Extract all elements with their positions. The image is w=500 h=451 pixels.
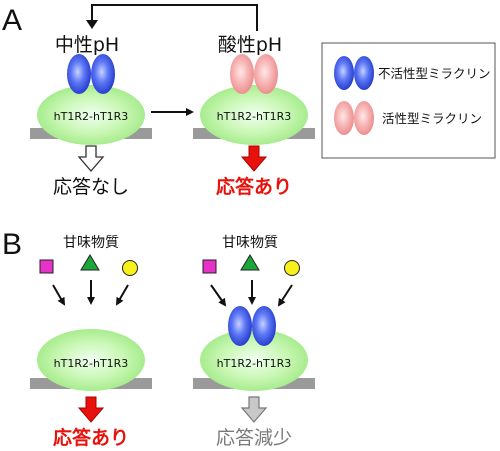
receptor-a-right: [200, 85, 308, 145]
no-response-arrow: [77, 145, 105, 172]
response-arrow-b: [77, 396, 105, 423]
panel-b-label: B: [2, 228, 22, 261]
circle-sweetener-left: [122, 260, 138, 276]
reduced-response-text: 応答減少: [216, 427, 292, 449]
square-sweetener-left: [39, 259, 54, 274]
active-miraculin-a: [230, 54, 278, 94]
no-response-text: 応答なし: [53, 176, 129, 198]
feedback-arrow-head: [86, 20, 98, 29]
response-arrow-a: [240, 145, 268, 172]
reduced-response-arrow: [240, 396, 268, 423]
inactive-miraculin-a: [67, 54, 115, 94]
legend-inactive-label: 不活性型ミラクリン: [378, 66, 491, 81]
panel-a-label: A: [2, 4, 22, 37]
response-text-a: 応答あり: [216, 175, 292, 198]
square-sweetener-right: [202, 259, 217, 274]
receptor-a-left-label: hT1R2-hT1R3: [54, 110, 129, 123]
receptor-b-left: [37, 329, 145, 391]
triangle-sweetener-left: [80, 254, 100, 271]
neutral-ph-label: 中性pH: [55, 34, 119, 56]
inactive-miraculin-b: [228, 306, 276, 346]
sweet-substance-label-left: 甘味物質: [63, 235, 119, 251]
receptor-b-right: [200, 329, 308, 391]
receptor-b-left-label: hT1R2-hT1R3: [54, 357, 129, 370]
feedback-arrow: [91, 4, 258, 31]
sweet-substance-label-right: 甘味物質: [222, 235, 278, 251]
circle-sweetener-right: [284, 260, 300, 276]
legend-active-label: 活性型ミラクリン: [382, 111, 482, 126]
response-text-b: 応答あり: [53, 426, 129, 449]
legend-active-swatch: [334, 101, 374, 135]
legend-inactive-swatch: [334, 56, 374, 90]
arrow-square-left: [52, 284, 66, 306]
receptor-a-left: [37, 85, 145, 145]
arrow-circle-right: [277, 284, 293, 307]
acidic-ph-label: 酸性pH: [218, 34, 282, 56]
arrow-circle-left: [115, 284, 129, 306]
receptor-a-right-label: hT1R2-hT1R3: [217, 110, 292, 123]
arrow-square-right: [210, 284, 227, 307]
triangle-sweetener-right: [240, 254, 260, 271]
receptor-b-right-label: hT1R2-hT1R3: [217, 357, 292, 370]
